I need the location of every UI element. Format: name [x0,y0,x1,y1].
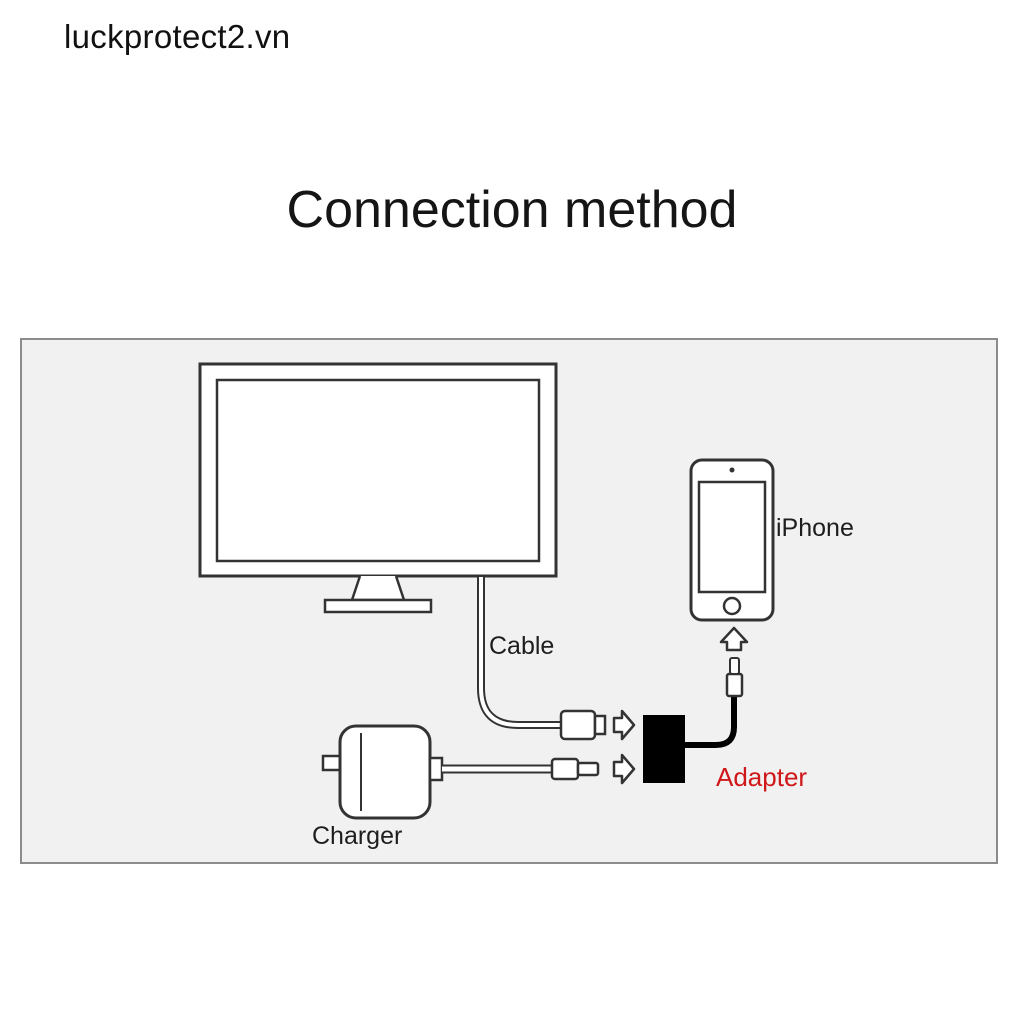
diagram-title: Connection method [286,181,738,239]
lightning-connector-icon [725,657,744,698]
adapter-label: Adapter [716,762,808,792]
watermark: luckprotect2.vn [64,18,291,55]
adapter-icon [643,715,685,783]
hdmi-plug-icon [559,709,607,741]
iphone-label: iPhone [776,514,854,542]
arrow-right-icon [612,753,636,785]
monitor-icon [198,362,558,614]
cable-label: Cable [489,632,555,660]
cable-line [477,577,561,729]
arrow-right-icon [612,709,636,741]
arrow-up-icon [719,626,749,652]
lightning-plug-icon [550,757,600,781]
charger-icon [321,724,444,820]
adapter-cable-line [685,696,737,748]
charger-label: Charger [312,822,403,850]
iphone-icon [689,458,775,622]
